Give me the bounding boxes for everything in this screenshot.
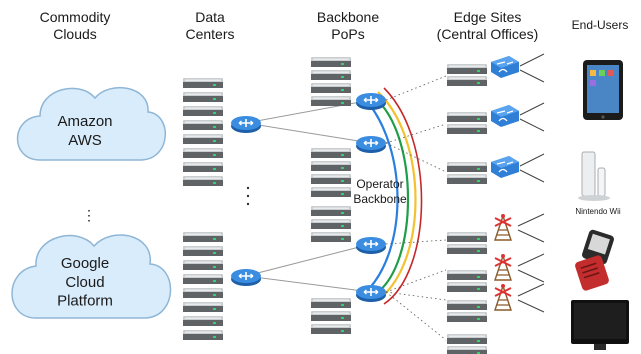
header-backbone-pops: Backbone PoPs bbox=[316, 9, 380, 42]
flip-phone-icon bbox=[575, 229, 614, 291]
edge-site-rack bbox=[447, 270, 487, 292]
edge-site-rack bbox=[447, 64, 487, 86]
server-rack-icon bbox=[311, 57, 351, 106]
antenna-tower-icon bbox=[494, 213, 512, 241]
television-icon bbox=[571, 300, 629, 350]
edge-site-rack bbox=[447, 232, 487, 254]
edge-site-rack bbox=[447, 334, 487, 354]
header-edge-sites: Edge Sites (Central Offices) bbox=[436, 9, 539, 42]
game-console-icon bbox=[578, 151, 610, 201]
server-rack-icon bbox=[311, 148, 351, 197]
router-icon bbox=[230, 115, 262, 134]
header-data-centers: Data Centers bbox=[185, 9, 235, 42]
switch-icon bbox=[490, 55, 520, 79]
server-rack-icon bbox=[311, 206, 351, 242]
device-label-nintendo: Nintendo Wii bbox=[575, 207, 621, 216]
antenna-tower-icon bbox=[494, 283, 512, 311]
header-end-users: End-Users bbox=[571, 18, 629, 32]
router-icon bbox=[230, 268, 262, 287]
dc-backbone-links bbox=[245, 99, 372, 293]
router-icon bbox=[355, 92, 387, 111]
edge-site-rack bbox=[447, 162, 487, 184]
access-links bbox=[517, 53, 545, 313]
dc-ellipsis bbox=[246, 186, 250, 206]
header-commodity-clouds: Commodity Clouds bbox=[39, 9, 111, 42]
edge-links bbox=[385, 75, 447, 341]
edge-site-rack bbox=[447, 300, 487, 322]
switch-icon bbox=[490, 155, 520, 179]
edge-site-rack bbox=[447, 112, 487, 134]
server-rack-icon bbox=[183, 232, 223, 340]
router-icon bbox=[355, 236, 387, 255]
tablet-icon bbox=[583, 60, 623, 120]
clouds-ellipsis: ⋮ bbox=[82, 207, 96, 223]
switch-icon bbox=[490, 104, 520, 128]
cloud-icon bbox=[16, 86, 166, 161]
router-icon bbox=[355, 135, 387, 154]
server-rack-icon bbox=[183, 78, 223, 186]
cloud-icon bbox=[11, 234, 172, 319]
antenna-tower-icon bbox=[494, 253, 512, 281]
router-icon bbox=[355, 284, 387, 303]
server-rack-icon bbox=[311, 298, 351, 334]
